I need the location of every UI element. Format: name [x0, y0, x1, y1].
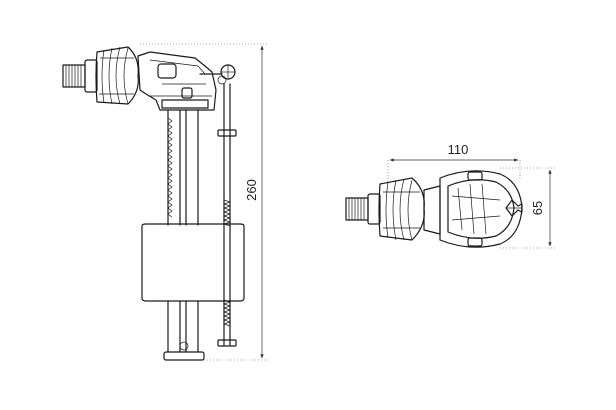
top-view: 110 65: [345, 142, 556, 249]
width-dimension: 110: [387, 142, 521, 182]
top-inlet-thread: [345, 193, 381, 225]
height-dimension: 260: [140, 43, 268, 361]
valve-head: [137, 51, 217, 111]
height-dimension-label: 260: [244, 179, 259, 201]
float-rod: [217, 83, 237, 347]
depth-dimension-label: 65: [530, 201, 545, 215]
depth-dimension: 65: [500, 167, 556, 249]
side-view: 260: [62, 43, 268, 361]
float-cup: [141, 223, 245, 302]
inlet-thread: [62, 59, 98, 93]
lower-tube: [163, 300, 205, 361]
inlet-nut: [95, 46, 139, 105]
top-inlet-nut: [378, 177, 425, 241]
float-arm-top: [199, 64, 236, 85]
riser-tube: [167, 109, 199, 226]
width-dimension-label: 110: [448, 142, 469, 157]
top-adjust-knob: [505, 199, 523, 217]
